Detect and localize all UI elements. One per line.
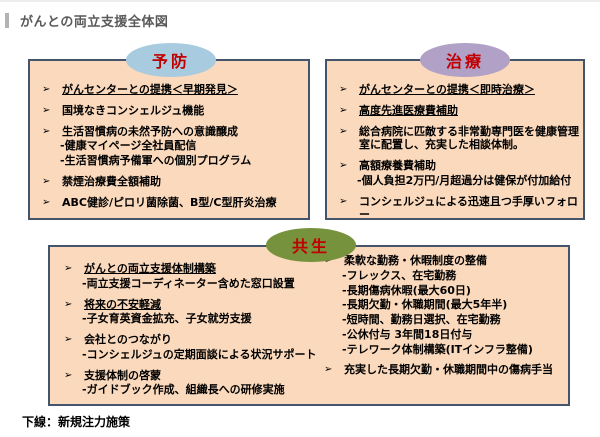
arrow-bullet-icon: ➢ [42, 196, 51, 208]
item-text: 将来の不安軽減 [84, 297, 161, 311]
arrow-bullet-icon: ➢ [64, 263, 73, 274]
list-item: ➢ 充実した長期欠勤・休職期間中の傷病手当 [322, 363, 564, 377]
list-item: ➢ コンシェルジュによる迅速且つ手厚いフォロー [337, 195, 579, 223]
item-text: 柔軟な勤務・休暇制度の整備 [344, 254, 487, 267]
item-text: がんセンターとの提携＜早期発見＞ [62, 83, 238, 96]
item-text: 支援体制の啓蒙 [84, 368, 161, 382]
list-item: ➢ 高額療養費補助 [337, 159, 579, 173]
list-item: ➢ がんセンターとの提携＜即時治療＞ [337, 83, 579, 97]
list-item: ➢ 会社とのつながり [62, 333, 320, 347]
prevention-box: ➢ がんセンターとの提携＜早期発見＞ ➢ 国境なきコンシェルジュ機能 ➢ 生活習… [28, 59, 310, 220]
sub-item-text: -生活習慣病予備軍への個別プログラム [60, 154, 252, 167]
item-text: 高額療養費補助 [359, 159, 436, 172]
sub-item-text: -短時間、勤務日選択、在宅勤務 [342, 313, 501, 326]
sub-item-text: -テレワーク体制構築(ITインフラ整備) [342, 342, 533, 356]
list-item: ➢ 国境なきコンシェルジュ機能 [40, 104, 302, 118]
arrow-bullet-icon: ➢ [64, 334, 73, 345]
item-text: がんとの両立支援体制構築 [84, 262, 216, 275]
treatment-section-label: 治療 [420, 43, 510, 77]
arrow-bullet-icon: ➢ [324, 364, 333, 376]
prevention-section-label: 予防 [126, 43, 216, 77]
list-item: ➢ がんとの両立支援体制構築 [62, 262, 320, 276]
item-text: コンシェルジュによる迅速且つ手厚いフォロー [359, 194, 578, 222]
item-text: 会社とのつながり [84, 333, 172, 346]
list-item: ➢ 高度先進医療費補助 [337, 104, 579, 118]
sub-item-text: -両立支援コーディネーター含めた窓口設置 [82, 276, 295, 290]
list-item: ➢ 支援体制の啓蒙 [62, 369, 320, 383]
list-item: ➢ 禁煙治療費全額補助 [40, 175, 302, 189]
list-item: ➢ ABC健診/ピロリ菌除菌、B型/C型肝炎治療 [40, 196, 302, 210]
list-item: ➢ がんセンターとの提携＜早期発見＞ [40, 83, 302, 97]
sub-item-text: -ガイドブック作成、組織長への研修実施 [82, 383, 285, 397]
arrow-bullet-icon: ➢ [42, 84, 51, 95]
treatment-box: ➢ がんセンターとの提携＜即時治療＞ ➢ 高度先進医療費補助 ➢ 総合病院に匹敵… [325, 59, 585, 223]
item-text: 総合病院に匹敵する非常勤専門医を健康管理室に配置し、充実した相談体制。 [359, 124, 579, 152]
arrow-bullet-icon: ➢ [339, 104, 348, 116]
sub-item-text: -子女育英資金拡充、子女就労支援 [82, 312, 252, 326]
item-text: がんセンターとの提携＜即時治療＞ [359, 83, 535, 96]
item-text: 高度先進医療費補助 [359, 103, 458, 117]
sub-item-text: -コンシェルジュの定期面談による状況サポート [82, 347, 317, 361]
sub-item-text: -長期傷病休暇(最大60日) [342, 283, 471, 297]
sub-item-text: -フレックス、在宅勤務 [342, 268, 457, 282]
arrow-bullet-icon: ➢ [339, 125, 348, 137]
sub-item-text: -公休付与 3年間18日付与 [342, 327, 473, 341]
arrow-bullet-icon: ➢ [42, 104, 51, 116]
coexistence-box: ➢ がんとの両立支援体制構築 -両立支援コーディネーター含めた窓口設置 ➢ 将来… [48, 245, 570, 406]
arrow-bullet-icon: ➢ [64, 298, 73, 310]
arrow-bullet-icon: ➢ [42, 175, 51, 187]
item-text: ABC健診/ピロリ菌除菌、B型/C型肝炎治療 [62, 195, 277, 209]
list-item: ➢ 将来の不安軽減 [62, 298, 320, 312]
arrow-bullet-icon: ➢ [339, 84, 348, 95]
item-text: 禁煙治療費全額補助 [62, 174, 161, 188]
arrow-bullet-icon: ➢ [339, 160, 348, 171]
coexistence-left-column: ➢ がんとの両立支援体制構築 -両立支援コーディネーター含めた窓口設置 ➢ 将来… [50, 247, 320, 404]
page-title: がんとの両立支援全体図 [20, 15, 169, 30]
list-item: ➢ 総合病院に匹敵する非常勤専門医を健康管理室に配置し、充実した相談体制。 [337, 125, 579, 153]
sub-item-text: -長期欠勤・休職期間(最大5年半) [342, 298, 508, 312]
list-item: ➢ 生活習慣病の未然予防への意識醸成 [40, 125, 302, 139]
coexistence-section-label: 共生 [266, 228, 356, 262]
item-text: 国境なきコンシェルジュ機能 [62, 103, 205, 117]
sub-item-text: -健康マイページ全社員配信 [60, 139, 197, 153]
list-item: ➢ 柔軟な勤務・休暇制度の整備 [322, 254, 564, 268]
title-bar: がんとの両立支援全体図 [5, 11, 168, 30]
arrow-bullet-icon: ➢ [339, 195, 348, 207]
arrow-bullet-icon: ➢ [42, 125, 51, 137]
arrow-bullet-icon: ➢ [64, 369, 73, 381]
item-text: 充実した長期欠勤・休職期間中の傷病手当 [344, 363, 553, 377]
coexistence-right-column: ➢ 柔軟な勤務・休暇制度の整備 -フレックス、在宅勤務 -長期傷病休暇(最大60… [320, 247, 568, 404]
title-accent-bar [5, 13, 9, 28]
item-text: 生活習慣病の未然予防への意識醸成 [62, 124, 238, 138]
footnote: 下線：新規注力施策 [22, 415, 131, 429]
sub-item-text: -個人負担2万円/月超過分は健保が付加給付 [357, 173, 572, 187]
